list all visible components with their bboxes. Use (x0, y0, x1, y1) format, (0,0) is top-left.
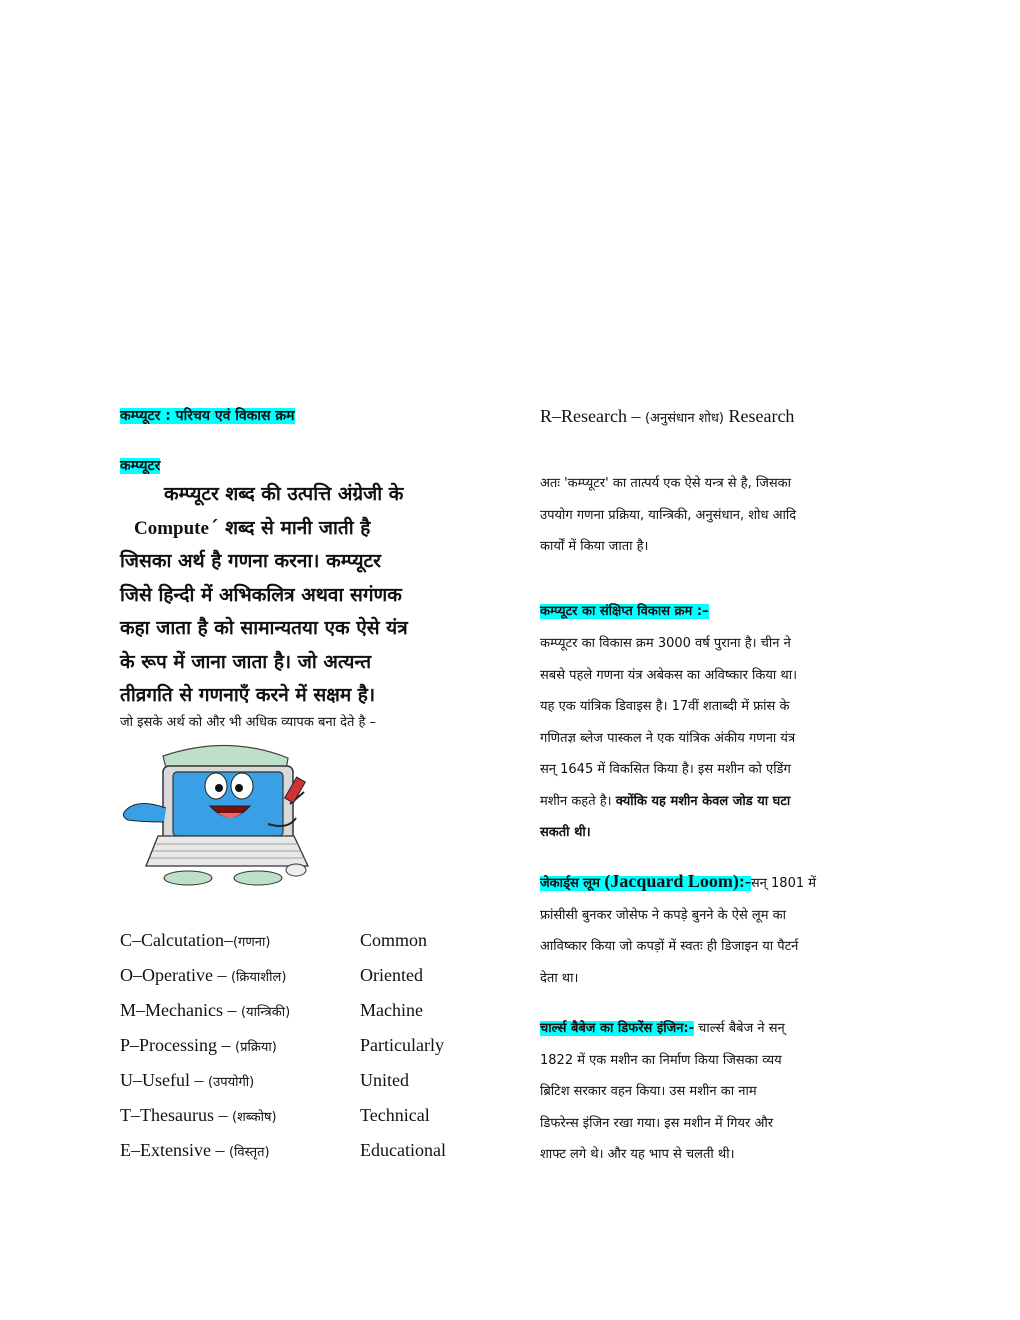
intro-paragraph: कम्प्यूटर शब्द की उत्पत्ति अंग्रेजी के C… (120, 478, 480, 713)
acronym-english: Particularly (360, 1035, 444, 1055)
acronym-word: O–Operative – (क्रियाशील) (120, 965, 287, 985)
acronym-english: Technical (360, 1105, 430, 1125)
acronym-row: E–Extensive – (विस्तृत) Educational (120, 1140, 480, 1175)
jacquard-loom-paragraph: जेकार्ड्स लूम (Jacquard Loom):-सन् 1801 … (540, 871, 817, 986)
babbage-heading: चार्ल्स बैबेज का डिफरेंस इंजिन:- (540, 1021, 695, 1036)
acronym-row: M–Mechanics – (यान्त्रिकी) Machine (120, 1000, 480, 1035)
babbage-engine-paragraph: चार्ल्स बैबेज का डिफरेंस इंजिन:- चार्ल्स… (540, 1021, 785, 1162)
acronym-word: M–Mechanics – (यान्त्रिकी) (120, 1000, 291, 1020)
acronym-row: C–Calcutation–(गणना) Common (120, 930, 480, 965)
acronym-row: O–Operative – (क्रियाशील) Oriented (120, 965, 480, 1000)
acronym-row: T–Thesaurus – (शब्कोष) Technical (120, 1105, 480, 1140)
computer-mascot-illustration (118, 738, 318, 890)
acronym-english: United (360, 1070, 409, 1090)
definition-paragraph: अतः 'कम्प्यूटर' का तात्पर्य एक ऐसे यन्त्… (540, 476, 797, 554)
acronym-word: E–Extensive – (विस्तृत) (120, 1140, 270, 1160)
intro-line: तीव्रगति से गणनाएँ करने में सक्षम है। (120, 684, 376, 706)
acronym-intro-note: जो इसके अर्थ को और भी अधिक व्यापक बना दे… (120, 715, 377, 730)
intro-line: कहा जाता है को सामान्यतया एक ऐसे यंत्र (120, 617, 408, 639)
acronym-row: P–Processing – (प्रक्रिया) Particularly (120, 1035, 480, 1070)
acronym-english: Machine (360, 1000, 423, 1020)
acronym-english: Educational (360, 1140, 446, 1160)
history-paragraph: कम्प्यूटर का विकास क्रम 3000 वर्ष पुराना… (540, 636, 798, 840)
intro-line: जिसका अर्थ है गणना करना। कम्प्यूटर (120, 550, 381, 572)
intro-line: कम्प्यूटर शब्द की उत्पत्ति अंग्रेजी के (164, 483, 404, 505)
intro-line: जिसे हिन्दी में अभिकलित्र अथवा सगंणक (120, 583, 402, 606)
acronym-english: Oriented (360, 965, 423, 985)
acronym-row: U–Useful – (उपयोगी) United (120, 1070, 480, 1105)
compute-word: Compute (134, 517, 209, 539)
acronym-word: U–Useful – (उपयोगी) (120, 1070, 255, 1090)
jacquard-heading: जेकार्ड्स लूम (Jacquard Loom):- (540, 871, 751, 891)
sub-heading: कम्प्यूटर (120, 458, 161, 474)
acronym-word: C–Calcutation–(गणना) (120, 930, 271, 950)
intro-line: के रूप में जाना जाता है। जो अत्यन्त (120, 650, 372, 673)
history-heading: कम्प्यूटर का संक्षिप्त विकास क्रम :– (540, 604, 709, 619)
section-heading: कम्प्यूटर : परिचय एवं विकास क्रम (120, 408, 295, 424)
acronym-row-research: R–Research – (अनुसंधान शोध) Research (540, 406, 795, 426)
acronym-word: P–Processing – (प्रक्रिया) (120, 1035, 277, 1055)
intro-line: Compute´ शब्द से मानी जाती है (120, 512, 480, 546)
intro-line-rest: ´ शब्द से मानी जाती है (208, 516, 371, 539)
acronym-english: Common (360, 930, 428, 950)
acronym-word: T–Thesaurus – (शब्कोष) (120, 1105, 277, 1125)
